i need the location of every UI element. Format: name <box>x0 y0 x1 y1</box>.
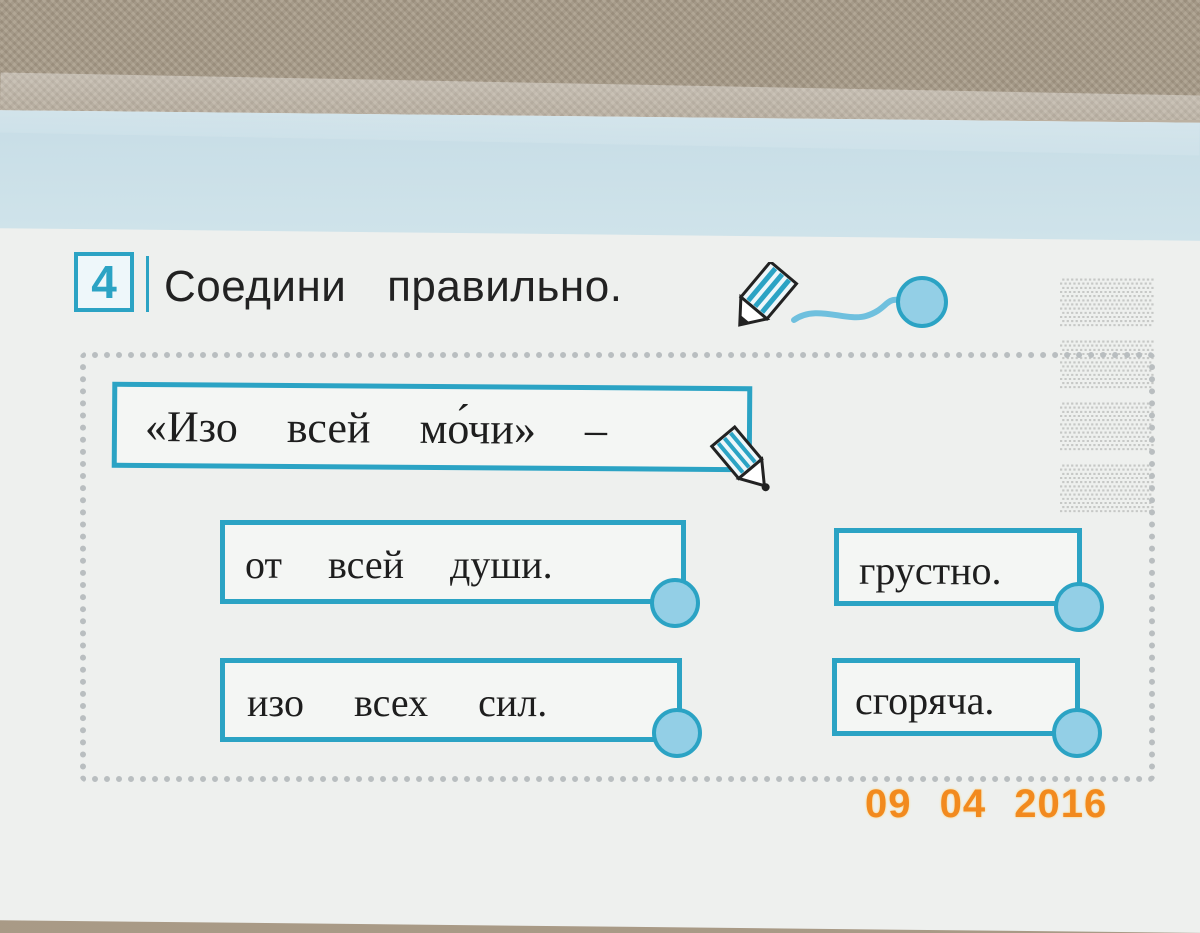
task-instruction: Соедини правильно. <box>164 262 623 311</box>
choice-text-3: изо всех сил. <box>247 680 548 725</box>
connector-circle-3[interactable] <box>652 708 702 758</box>
choice-box-4: сгоряча. <box>832 658 1080 736</box>
main-phrase-box: «Изо всей мо́чи» – <box>111 381 753 473</box>
task-divider <box>146 256 149 312</box>
fabric-background <box>0 0 1200 120</box>
choice-box-1: от всей души. <box>220 520 686 604</box>
connector-circle-4[interactable] <box>1052 708 1102 758</box>
exercise-frame <box>80 352 1155 782</box>
choice-box-2: грустно. <box>834 528 1082 606</box>
pencil-icon <box>738 262 901 327</box>
show-through-text-right: ▒▒▒▒▒▒▒▒▒▒▒▒ <box>1060 276 1154 511</box>
main-phrase-text: «Изо всей мо́чи» – <box>144 401 608 455</box>
choice-box-3: изо всех сил. <box>220 658 682 742</box>
camera-date-stamp: 09 04 2016 <box>865 782 1108 826</box>
connector-circle-2[interactable] <box>1054 582 1104 632</box>
header-connector-circle <box>896 276 948 328</box>
choice-text-4: сгоряча. <box>855 678 995 723</box>
connector-circle-1[interactable] <box>650 578 700 628</box>
pencil-icon-main <box>709 424 770 492</box>
task-number-badge: 4 <box>74 252 134 312</box>
choice-text-2: грустно. <box>859 548 1002 593</box>
choice-text-1: от всей души. <box>245 542 553 587</box>
